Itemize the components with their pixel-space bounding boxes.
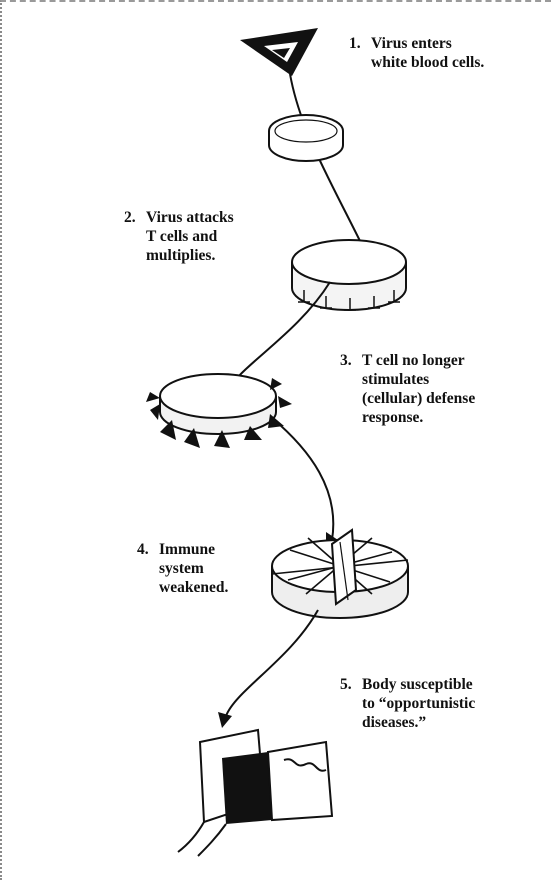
step-3-line-3: (cellular) defense xyxy=(340,390,475,407)
broken-cell-disc xyxy=(272,530,408,618)
body-susceptible-figure xyxy=(178,730,332,856)
step-5-label: 5.Body susceptible to “opportunistic dis… xyxy=(340,675,475,732)
step-5-number: 5. xyxy=(340,675,362,694)
step-2-number: 2. xyxy=(124,208,146,227)
step-3-number: 3. xyxy=(340,351,362,370)
step-3-line-4: response. xyxy=(340,409,423,426)
step-3-label: 3.T cell no longer stimulates (cellular)… xyxy=(340,351,475,427)
t-cell-disc xyxy=(292,240,406,310)
step-5-line-3: diseases.” xyxy=(340,714,426,731)
arrow-path-4 xyxy=(226,610,318,716)
step-4-line-2: system xyxy=(137,560,204,577)
virus-particle-icon xyxy=(240,28,318,76)
step-1-label: 1.Virus enters white blood cells. xyxy=(349,34,484,72)
step-2-label: 2.Virus attacks T cells and multiplies. xyxy=(124,208,234,265)
step-3-line-2: stimulates xyxy=(340,371,429,388)
step-4-label: 4.Immune system weakened. xyxy=(137,540,228,597)
step-4-line-3: weakened. xyxy=(137,579,228,596)
step-5-line-2: to “opportunistic xyxy=(340,695,475,712)
step-2-line-3: multiplies. xyxy=(124,247,215,264)
cell-membrane-ring xyxy=(269,115,343,161)
step-1-line-2: white blood cells. xyxy=(349,54,484,71)
infected-cell-disc xyxy=(146,374,292,448)
step-4-number: 4. xyxy=(137,540,159,559)
step-2-line-2: T cells and xyxy=(124,228,217,245)
step-4-line-1: Immune xyxy=(159,541,215,558)
step-1-number: 1. xyxy=(349,34,371,53)
step-2-line-1: Virus attacks xyxy=(146,209,234,226)
step-5-line-1: Body susceptible xyxy=(362,676,473,693)
step-1-line-1: Virus enters xyxy=(371,35,452,52)
arrow-path-3 xyxy=(272,418,333,540)
step-3-line-1: T cell no longer xyxy=(362,352,465,369)
